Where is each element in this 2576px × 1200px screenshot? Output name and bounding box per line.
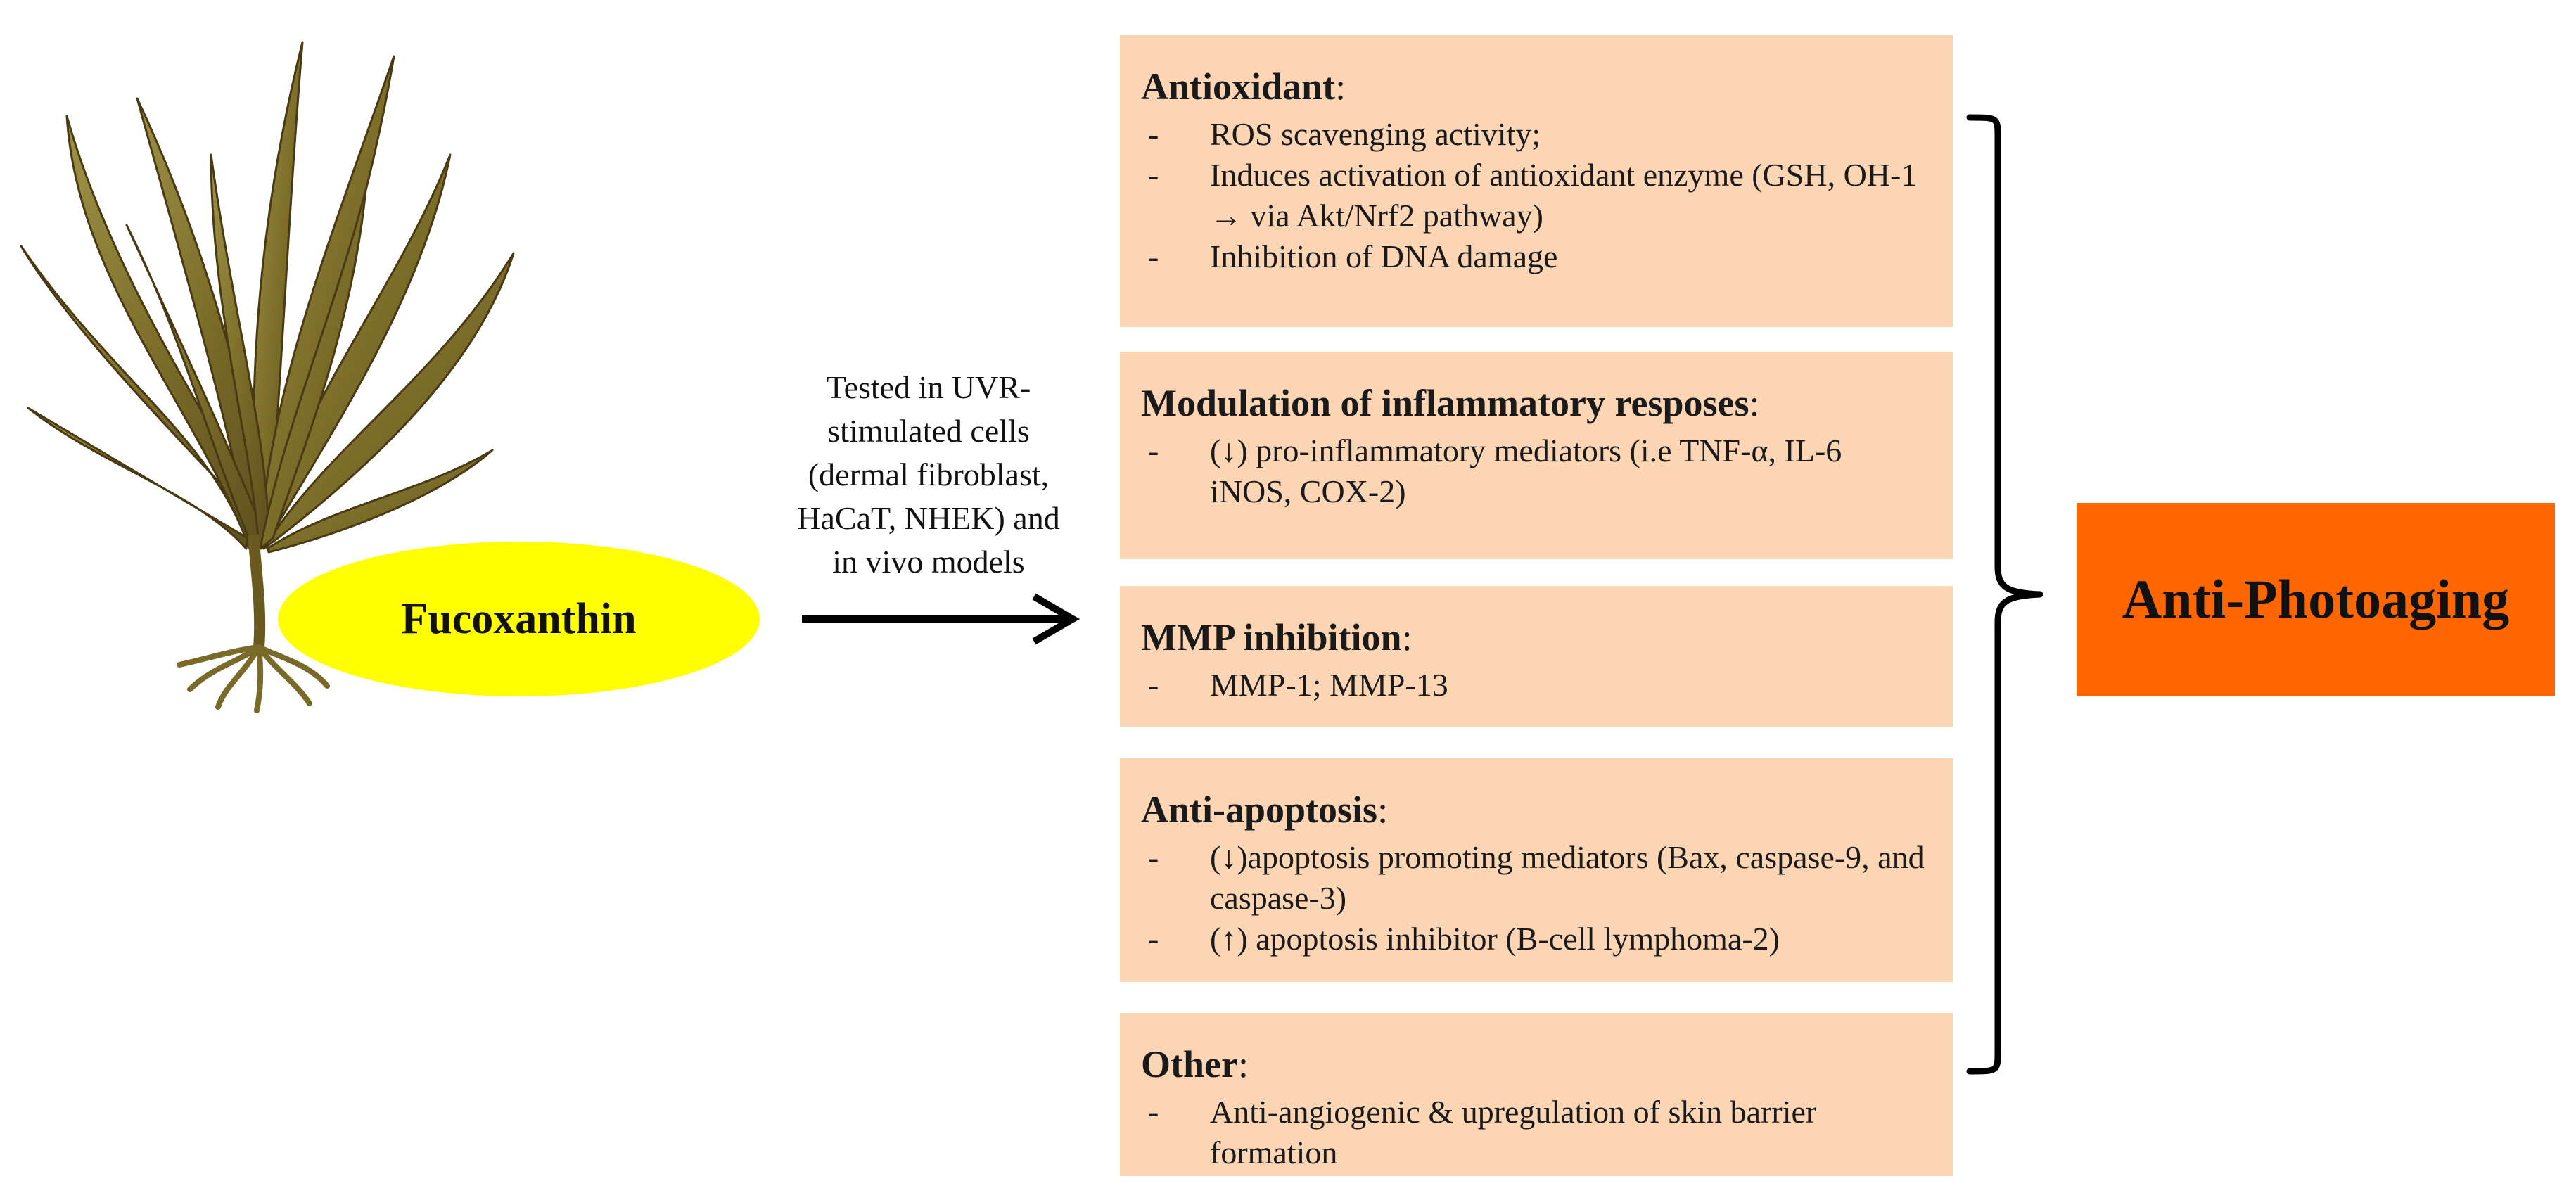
effect-item: -ROS scavenging activity; [1148,116,1541,152]
effect-item: -Induces activation of antioxidant enzym… [1148,157,1918,234]
right-brace-icon [1966,114,2043,1075]
effect-item: -MMP-1; MMP-13 [1148,667,1448,703]
effect-item: -Anti-angiogenic & upregulation of skin … [1148,1094,1817,1170]
seaweed-illustration [20,41,515,713]
effect-box-inflammation: Modulation of inflammatory resposes: -(↓… [1120,352,1953,559]
test-condition-line: (dermal fibroblast, [808,457,1050,492]
effect-item: -(↓)apoptosis promoting mediators (Bax, … [1148,839,1925,916]
test-condition-label: Tested in UVR- stimulated cells (dermal … [735,366,1122,584]
effect-heading: Modulation of inflammatory resposes: [1141,382,1760,424]
effect-box-anti-apoptosis: Anti-apoptosis: -(↓)apoptosis promoting … [1120,758,1953,982]
outcome-label: Anti-Photoaging [2122,568,2510,630]
anti-photoaging-node: Anti-Photoaging [2077,503,2555,696]
effect-item: -Inhibition of DNA damage [1148,238,1558,274]
effect-heading: Other: [1141,1043,1249,1085]
effect-item: -(↑) apoptosis inhibitor (B-cell lymphom… [1148,921,1780,957]
effect-heading: Antioxidant: [1141,65,1346,108]
test-condition-line: Tested in UVR- [826,369,1031,405]
test-condition-line: HaCaT, NHEK) and [797,500,1060,536]
test-condition-line: in vivo models [832,544,1025,580]
fucoxanthin-node: Fucoxanthin [278,542,760,696]
effect-heading: MMP inhibition: [1141,616,1413,658]
effect-box-mmp: MMP inhibition: -MMP-1; MMP-13 [1120,586,1953,727]
fucoxanthin-label: Fucoxanthin [401,594,637,643]
test-condition-line: stimulated cells [827,413,1030,449]
effect-item: -(↓) pro-inflammatory mediators (i.e TNF… [1148,433,1842,509]
effect-heading: Anti-apoptosis: [1141,789,1389,831]
right-arrow-icon [802,593,1080,645]
effect-box-other: Other: -Anti-angiogenic & upregulation o… [1120,1013,1953,1176]
effect-box-antioxidant: Antioxidant: -ROS scavenging activity; -… [1120,35,1953,327]
